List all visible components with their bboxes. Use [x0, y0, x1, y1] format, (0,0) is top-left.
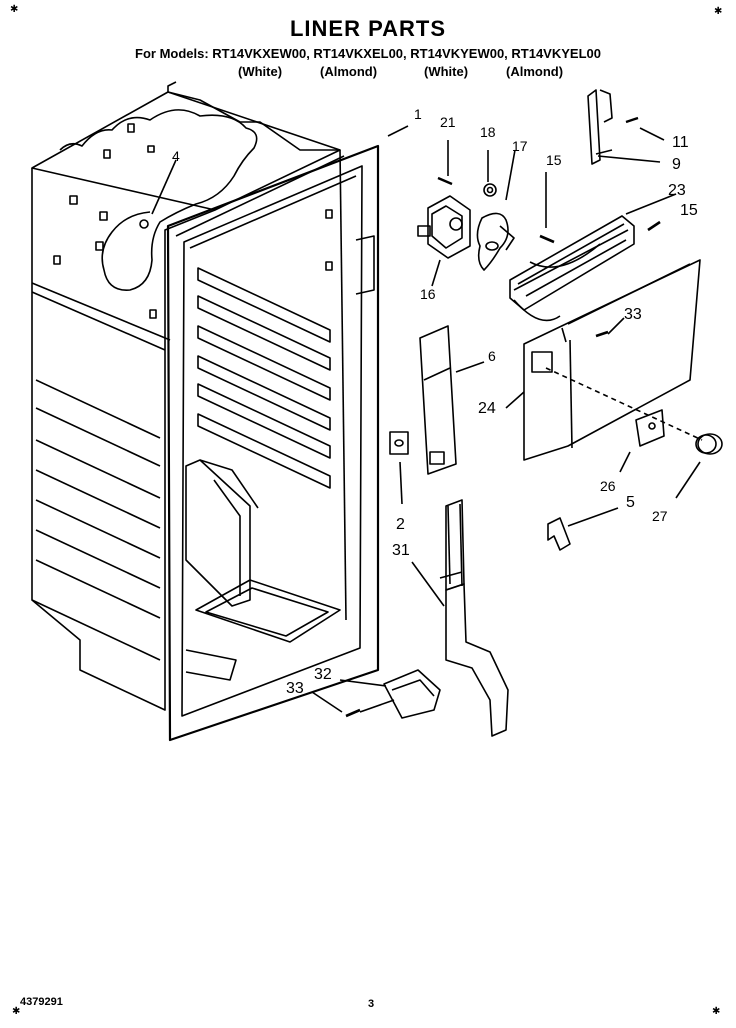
air-grille: [509, 193, 677, 322]
small-parts: [547, 409, 723, 551]
star-icon: ✱: [714, 6, 723, 17]
page-title: LINER PARTS: [289, 16, 447, 41]
star-icon: ✱: [12, 1006, 21, 1017]
fan-motor-assembly: [417, 140, 555, 287]
variant-label: (White): [238, 64, 283, 79]
callout-6: 6: [488, 348, 496, 364]
air-duct: [411, 499, 509, 737]
part-number: 4379291: [20, 996, 63, 1008]
callout-24: 24: [478, 400, 496, 417]
lower-bracket: [339, 669, 441, 719]
variant-label: (Almond): [506, 64, 564, 79]
page-number: 3: [368, 998, 375, 1010]
callout-15b: 15: [680, 202, 698, 219]
model-list: For Models: RT14VKXEW00, RT14VKXEL00, RT…: [135, 46, 601, 61]
callout-27: 27: [652, 508, 668, 524]
star-icon: ✱: [712, 1006, 721, 1017]
evaporator-panel: [505, 259, 703, 461]
callout-15: 15: [546, 152, 562, 168]
liner-cabinet: [31, 81, 380, 742]
insulation-strip: [389, 325, 485, 505]
callout-9: 9: [672, 156, 681, 173]
callout-11: 11: [672, 134, 689, 151]
callout-26: 26: [600, 478, 616, 494]
callout-2: 2: [396, 516, 405, 533]
callout-17: 17: [512, 138, 528, 154]
callout-16: 16: [420, 286, 436, 302]
bracket-parts: [587, 89, 665, 165]
callout-33b: 33: [286, 680, 304, 697]
callout-23: 23: [668, 182, 686, 199]
callout-31: 31: [392, 542, 410, 559]
variant-label: (White): [424, 64, 469, 79]
callout-33: 33: [624, 306, 642, 323]
callout-1: 1: [414, 106, 422, 122]
callout-5: 5: [626, 494, 635, 511]
star-icon: ✱: [10, 4, 19, 15]
variant-label: (Almond): [320, 64, 378, 79]
callout-32: 32: [314, 666, 332, 683]
callout-21: 21: [440, 114, 456, 130]
callout-4: 4: [172, 148, 180, 164]
callout-18: 18: [480, 124, 496, 140]
